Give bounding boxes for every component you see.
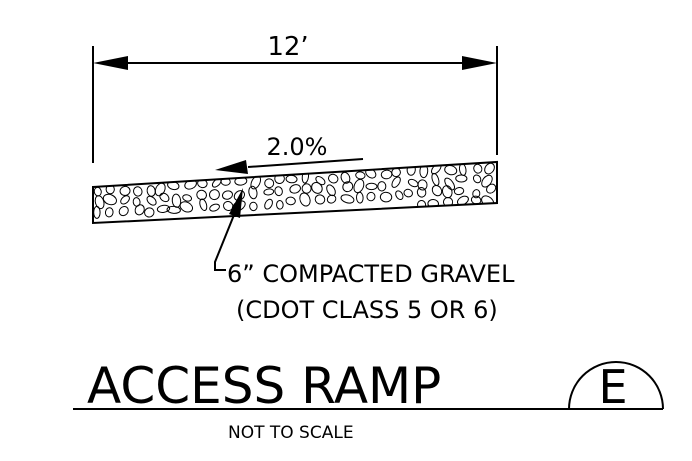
gravel-stone: [379, 191, 393, 203]
gravel-stone: [154, 182, 166, 197]
gravel-stone: [299, 192, 311, 207]
gravel-stone: [395, 190, 404, 201]
slope-indicator: 2.0%: [215, 133, 364, 174]
gravel-stone: [196, 189, 207, 201]
gravel-stone: [285, 196, 296, 206]
gravel-stone: [431, 184, 443, 197]
gravel-stone: [264, 198, 273, 210]
gravel-stone: [144, 207, 155, 218]
gravel-stone: [276, 200, 284, 210]
gravel-stone: [366, 191, 376, 202]
gravel-stone: [248, 185, 258, 200]
gravel-stone: [209, 189, 220, 201]
gravel-stone: [311, 181, 323, 194]
gravel-stone: [156, 204, 171, 213]
gravel-stone: [133, 186, 143, 197]
gravel-stone: [328, 173, 339, 184]
dimension-arrow-left: [93, 56, 128, 70]
gravel-stone: [301, 183, 312, 194]
dimension-arrow-right: [462, 56, 497, 70]
title-text: ACCESS RAMP: [87, 357, 441, 415]
detail-id: E: [598, 360, 627, 414]
slope-arrow-line: [247, 158, 364, 168]
gravel-stone: [289, 184, 301, 194]
gravel-stone: [263, 188, 275, 196]
gravel-stone: [118, 205, 129, 217]
gravel-callout: 6” COMPACTED GRAVEL (CDOT CLASS 5 OR 6): [214, 188, 515, 324]
gravel-stone: [377, 181, 387, 192]
gravel-stone: [365, 182, 378, 191]
callout-leader: [214, 209, 237, 271]
gravel-stone: [391, 176, 401, 188]
gravel-stone: [486, 183, 497, 194]
gravel-stone: [473, 163, 483, 174]
gravel-stone: [472, 174, 482, 184]
gravel-stone: [211, 178, 222, 188]
gravel-stone: [104, 207, 114, 218]
gravel-pattern: [93, 162, 497, 219]
gravel-stone: [314, 194, 326, 205]
gravel-stone: [102, 193, 117, 206]
gravel-stone: [326, 194, 337, 204]
gravel-stone: [391, 167, 401, 178]
gravel-stone: [353, 178, 365, 194]
gravel-stone: [403, 188, 413, 198]
gravel-stone: [484, 162, 495, 175]
gravel-stone: [342, 181, 354, 193]
gravel-stone: [233, 190, 246, 201]
callout-line-2: (CDOT CLASS 5 OR 6): [236, 296, 498, 324]
gravel-stone: [209, 203, 220, 212]
slope-arrow-head: [215, 160, 248, 174]
gravel-stone: [355, 171, 366, 180]
gravel-stone: [264, 178, 275, 189]
slope-label: 2.0%: [267, 133, 328, 161]
callout-arrow-head: [229, 188, 243, 218]
gravel-stone: [274, 186, 283, 197]
gravel-stone: [356, 191, 364, 204]
gravel-stone: [249, 201, 258, 212]
gravel-stone: [453, 187, 465, 196]
width-label: 12’: [267, 32, 308, 62]
gravel-stone: [179, 201, 194, 213]
gravel-stone: [472, 189, 481, 199]
gravel-stone: [166, 205, 181, 214]
gravel-stone: [340, 171, 351, 184]
gravel-stone: [444, 165, 458, 176]
gravel-stone: [417, 179, 428, 191]
gravel-stone: [93, 205, 101, 219]
detail-bubble: [568, 361, 664, 410]
gravel-stone: [470, 195, 482, 205]
scale-note: NOT TO SCALE: [228, 423, 354, 443]
gravel-stone: [199, 198, 208, 211]
gravel-stone: [221, 190, 234, 200]
gravel-stone: [134, 204, 145, 216]
gravel-stone: [455, 174, 468, 183]
gravel-stone: [481, 174, 493, 188]
gravel-stone: [456, 195, 469, 206]
callout-line-1: 6” COMPACTED GRAVEL: [227, 260, 515, 288]
gravel-stone: [285, 174, 298, 184]
gravel-stone: [120, 195, 130, 205]
gravel-stone: [182, 194, 193, 202]
detail-title: ACCESS RAMP E NOT TO SCALE: [73, 357, 664, 443]
width-dimension: 12’: [92, 32, 498, 163]
gravel-section: [92, 160, 498, 225]
gravel-stone: [159, 192, 170, 203]
gravel-stone: [416, 187, 427, 198]
gravel-stone: [340, 194, 355, 204]
gravel-stone: [146, 195, 157, 206]
